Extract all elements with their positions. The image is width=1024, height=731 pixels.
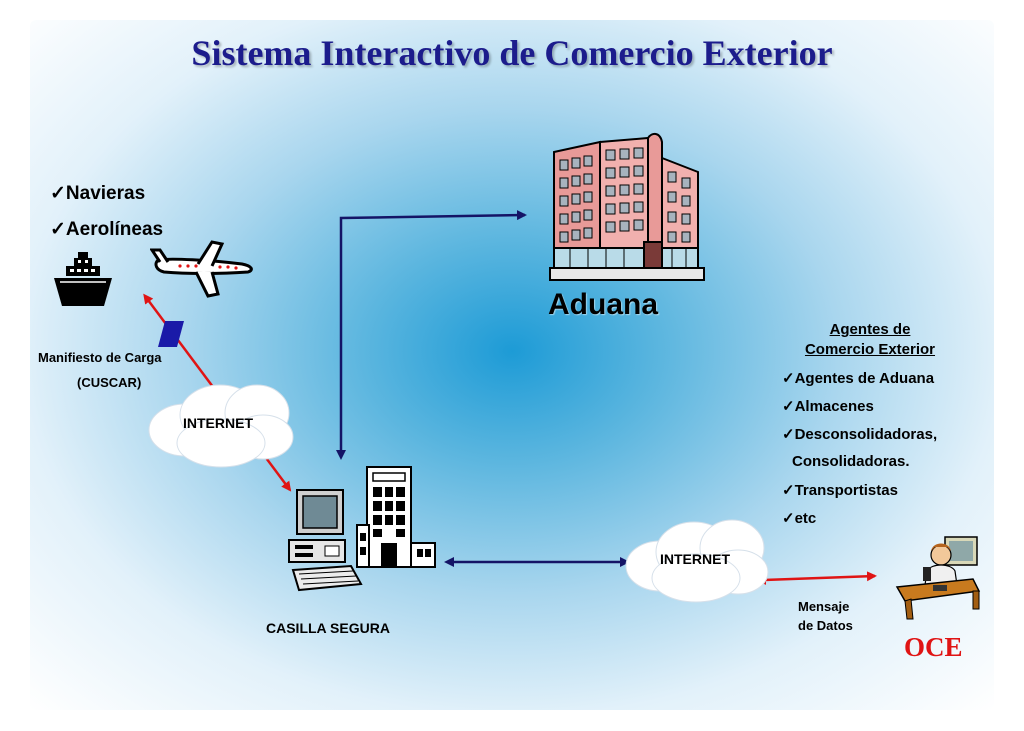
check-icon: ✓ bbox=[50, 219, 66, 240]
casilla-label: CASILLA SEGURA bbox=[266, 620, 390, 636]
agent-item-label: etc bbox=[794, 510, 817, 527]
cloud-right-label: INTERNET bbox=[660, 551, 730, 567]
check-icon: ✓ bbox=[782, 482, 795, 499]
agent-item-label: Agentes de Aduana bbox=[794, 370, 935, 387]
agent-item-almacenes: ✓Almacenes bbox=[782, 397, 874, 415]
agents-title: Agentes de Comercio Exterior bbox=[760, 320, 980, 360]
document-icon bbox=[158, 321, 184, 347]
computer-icon bbox=[288, 489, 363, 592]
mensaje-label-line1: Mensaje bbox=[798, 599, 850, 614]
list-item-navieras: ✓Navieras bbox=[50, 182, 145, 205]
page-title: Sistema Interactivo de Comercio Exterior bbox=[191, 33, 833, 73]
agent-item-consolidadoras: Consolidadoras. bbox=[792, 453, 910, 470]
agent-item-label: Transportistas bbox=[794, 482, 898, 499]
cloud-right-icon bbox=[625, 519, 769, 603]
check-icon: ✓ bbox=[782, 426, 795, 443]
check-icon: ✓ bbox=[50, 183, 66, 204]
agents-title-line2: Comercio Exterior bbox=[804, 341, 936, 358]
mensaje-label-line2: de Datos bbox=[798, 618, 853, 633]
check-icon: ✓ bbox=[782, 510, 795, 527]
list-item-aerolineas: ✓Aerolíneas bbox=[50, 218, 163, 241]
oce-label: OCE bbox=[904, 632, 963, 662]
agent-item-label: Desconsolidadoras, bbox=[794, 426, 938, 443]
agent-item-etc: ✓etc bbox=[782, 509, 816, 527]
ship-icon bbox=[54, 252, 112, 306]
manifest-label-line1: Manifiesto de Carga bbox=[38, 350, 162, 365]
list-item-label: Aerolíneas bbox=[65, 219, 164, 240]
cloud-left-icon bbox=[148, 384, 294, 468]
agent-item-aduana: ✓Agentes de Aduana bbox=[782, 369, 934, 387]
building-icon bbox=[549, 132, 705, 281]
agent-item-desconsolidadoras: ✓Desconsolidadoras, bbox=[782, 425, 937, 443]
check-icon: ✓ bbox=[782, 370, 795, 387]
check-icon: ✓ bbox=[782, 398, 795, 415]
arrow-casilla-aduana bbox=[336, 210, 527, 460]
list-item-label: Navieras bbox=[65, 183, 146, 204]
agents-title-line1: Agentes de bbox=[829, 321, 911, 338]
airplane-icon bbox=[150, 240, 253, 298]
agent-item-transportistas: ✓Transportistas bbox=[782, 481, 898, 499]
aduana-label: Aduana bbox=[548, 288, 659, 321]
office-building-icon bbox=[356, 466, 436, 568]
person-desk-icon bbox=[895, 536, 981, 620]
manifest-label-line2: (CUSCAR) bbox=[77, 375, 142, 390]
cloud-left-label: INTERNET bbox=[183, 415, 253, 431]
agent-item-label: Almacenes bbox=[794, 398, 874, 415]
arrow-internet-oce bbox=[756, 571, 877, 585]
